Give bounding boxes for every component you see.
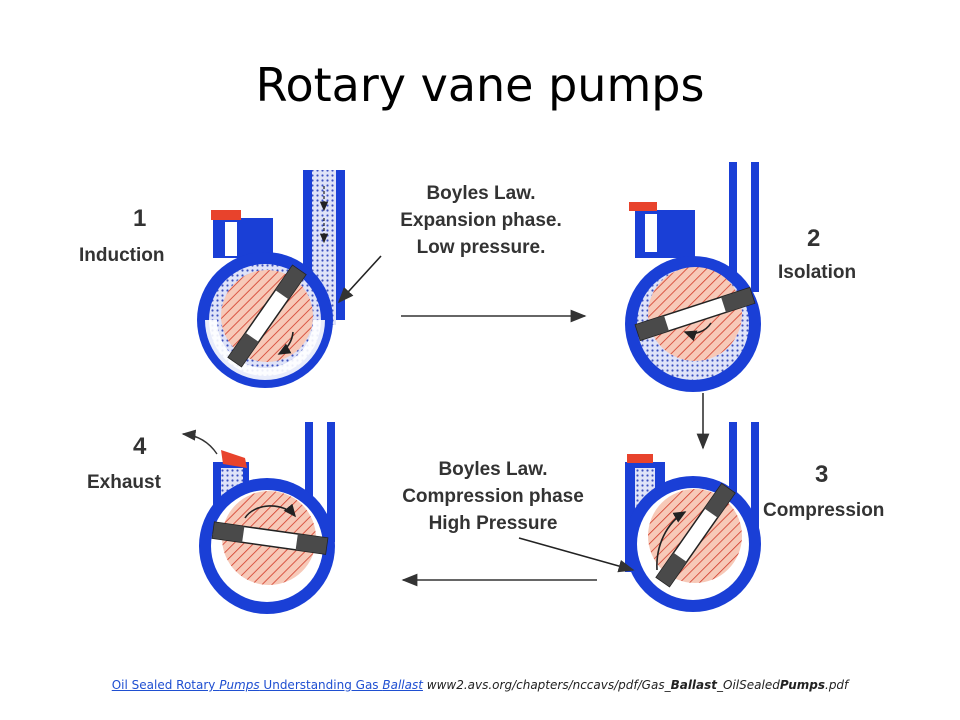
source-url-1: www2.avs.org/chapters/nccavs/pdf/Gas_ [422,678,671,692]
compression-note-line-3: High Pressure [429,513,558,534]
compression-note: Boyles Law. Compression phase High Press… [402,459,584,534]
compression-note-line-1: Boyles Law. [438,459,547,480]
slide-title: Rotary vane pumps [255,58,705,112]
source-link-text-3: Understanding Gas [259,678,383,692]
pump-1-induction [197,170,345,388]
pump-2-isolation [625,162,761,392]
expansion-note: Boyles Law. Expansion phase. Low pressur… [400,183,562,258]
valve-1 [211,210,241,220]
source-citation: Oil Sealed Rotary Pumps Understanding Ga… [0,678,960,692]
source-link-text-1: Oil Sealed Rotary [111,678,220,692]
valve-2 [629,202,657,211]
stage-4-number: 4 [133,433,147,460]
stage-3-number: 3 [815,461,828,488]
source-url-3: _OilSealed [717,678,780,692]
pump-4-exhaust [181,422,335,614]
stage-2-label: Isolation [778,262,856,283]
stage-4-label: Exhaust [87,472,162,493]
source-link-text-4: Ballast [382,678,423,692]
valve-3 [627,454,653,463]
pump-3-compression [625,422,761,612]
compression-note-line-2: Compression phase [402,486,584,507]
source-url-5: .pdf [825,678,849,692]
source-link[interactable]: Oil Sealed Rotary Pumps Understanding Ga… [112,678,423,692]
valve-4-open [221,450,247,468]
pointer-compression [518,537,635,573]
expansion-note-line-3: Low pressure. [417,237,546,258]
expansion-note-line-1: Boyles Law. [426,183,535,204]
rotary-vane-pump-diagram: 1 Induction 2 Isolation 3 Compression 4 … [45,118,920,656]
stage-3-label: Compression [763,500,884,521]
stage-1-number: 1 [133,205,146,232]
stage-2-number: 2 [807,225,820,252]
expansion-note-line-2: Expansion phase. [400,210,562,231]
source-url-2: Ballast [670,678,718,692]
pointer-expansion [337,255,382,304]
source-link-text-2: Pumps [219,678,260,692]
source-url-4: Pumps [779,678,825,692]
stage-1-label: Induction [79,245,164,266]
